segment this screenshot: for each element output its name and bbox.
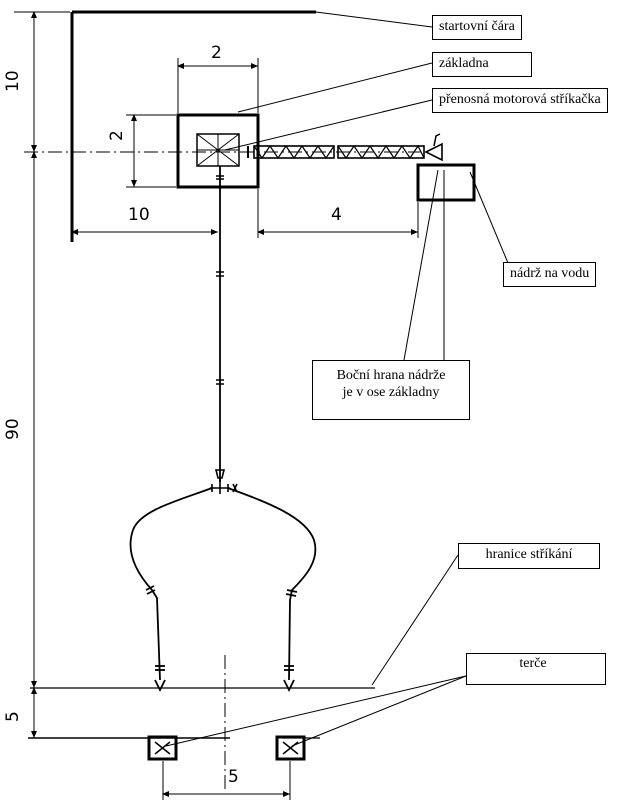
dim-start-to-axis <box>14 11 70 152</box>
label-tank-edge-note: Boční hrana nádrže je v ose základny <box>312 360 470 420</box>
label-tank: nádrž na vodu <box>503 262 597 287</box>
suction-hoses <box>247 133 443 162</box>
dim-base-to-tank <box>257 189 419 238</box>
label-targets: terče <box>466 653 606 685</box>
note-line-2: je v ose základny <box>342 384 440 400</box>
dim-target-spacing-label: 5 <box>228 767 239 787</box>
dim-start-to-base-label: 10 <box>128 205 150 225</box>
attack-hose-right <box>227 487 317 693</box>
label-start-line: startovní čára <box>432 15 522 40</box>
dim-base-width <box>177 58 259 113</box>
start-line <box>70 10 316 242</box>
attack-hose-left <box>129 487 213 693</box>
label-spray-limit: hranice stříkání <box>458 543 600 569</box>
distributor <box>210 469 238 494</box>
dim-base-to-tank-label: 4 <box>331 205 342 225</box>
dim-start-to-axis-label: 10 <box>3 70 23 92</box>
dim-base-height <box>126 114 176 188</box>
target-left <box>147 735 178 761</box>
dim-spray-limit-to-targets <box>28 687 230 739</box>
supply-hose <box>216 166 224 482</box>
dim-target-spacing <box>162 761 291 800</box>
label-pump: přenosná motorová stříkačka <box>432 88 608 113</box>
dim-base-height-label: 2 <box>107 130 127 141</box>
dim-spray-limit-to-targets-label: 5 <box>3 711 23 722</box>
label-base: základna <box>432 52 532 77</box>
dim-base-to-spray-limit-label: 90 <box>3 418 23 440</box>
callout-leaders <box>165 11 509 747</box>
dim-base-width-label: 2 <box>211 43 222 63</box>
water-tank <box>416 163 476 202</box>
note-line-1: Boční hrana nádrže <box>336 368 446 383</box>
target-right <box>275 735 306 761</box>
